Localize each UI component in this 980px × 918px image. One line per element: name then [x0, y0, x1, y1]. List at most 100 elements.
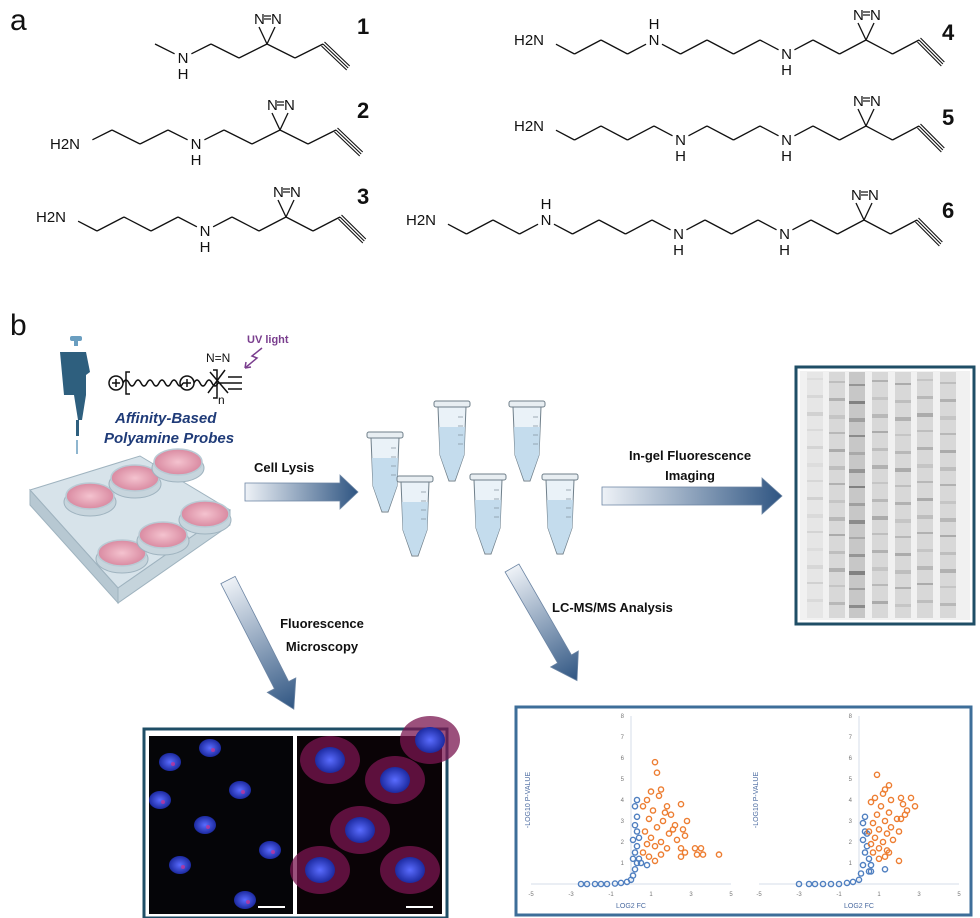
data-point-enriched	[651, 758, 659, 766]
data-point-enriched	[673, 836, 681, 844]
arrow-fluorescence-microscopy	[220, 575, 297, 710]
bond	[892, 39, 920, 55]
data-point-enriched	[895, 857, 903, 865]
gel-band	[940, 569, 956, 573]
gel-band	[829, 551, 845, 554]
molecule-number-1: 1	[357, 14, 369, 39]
x-tick-label: 3	[917, 892, 921, 898]
nucleus	[159, 753, 181, 771]
alkyne-bond	[917, 127, 942, 153]
gel-band	[829, 398, 845, 401]
data-point-enriched	[881, 817, 889, 825]
data-point-enriched	[669, 826, 677, 833]
nucleus	[380, 767, 410, 793]
data-point-enriched	[651, 857, 659, 865]
gel-band	[895, 553, 911, 556]
x-axis-label: LOG2 FC	[844, 903, 874, 910]
data-point-background	[631, 866, 639, 873]
bond	[231, 216, 260, 232]
data-point-enriched	[895, 828, 903, 835]
gel-band	[849, 537, 865, 539]
gel-band	[872, 567, 888, 571]
data-point-background	[633, 796, 641, 804]
gel-band	[829, 381, 845, 383]
bond	[177, 216, 198, 228]
gel-band	[895, 383, 911, 385]
microscopy-label-line1: Fluorescence	[280, 616, 364, 631]
bond	[792, 219, 812, 231]
bond	[865, 39, 893, 55]
amine-group: H2N	[50, 136, 80, 153]
gel-band	[849, 520, 865, 524]
tube	[469, 473, 507, 555]
bond	[154, 43, 175, 55]
gel-lane	[872, 372, 888, 618]
gel-band	[807, 565, 823, 569]
alkyne-bond	[918, 217, 943, 243]
bond	[810, 219, 838, 235]
x-tick-label: 5	[957, 892, 961, 898]
gel-band	[829, 432, 845, 434]
data-point-background	[623, 878, 631, 886]
alkyne-bond	[334, 131, 361, 157]
data-point-enriched	[677, 800, 685, 808]
data-point-enriched	[677, 853, 685, 861]
data-point-background	[855, 876, 863, 884]
gel-band	[849, 571, 865, 575]
gel-band	[807, 480, 823, 482]
gel-band	[807, 599, 823, 602]
bond	[759, 39, 779, 51]
gel-band	[849, 469, 865, 473]
gel-band	[807, 548, 823, 551]
data-point-enriched	[667, 811, 675, 819]
data-point-enriched	[663, 845, 671, 852]
data-point-background	[861, 813, 869, 821]
gel-band	[872, 499, 888, 502]
in-gel-label-line1: In-gel Fluorescence	[629, 448, 751, 463]
alkyne-bond	[338, 218, 364, 244]
bond	[167, 129, 188, 141]
gel-band	[917, 464, 933, 468]
data-point-enriched	[875, 845, 883, 852]
bond	[572, 219, 600, 235]
data-point-enriched	[899, 800, 907, 808]
data-point-enriched	[651, 842, 659, 850]
data-point-enriched	[865, 828, 873, 835]
data-point-enriched	[681, 849, 689, 856]
bond	[553, 223, 573, 235]
y-tick-label: 3	[621, 819, 625, 825]
y-tick-label: 1	[621, 861, 625, 867]
gel-lane	[917, 372, 933, 618]
bond	[266, 43, 296, 59]
bond	[680, 39, 708, 55]
data-point-background	[795, 880, 803, 888]
bond	[92, 129, 113, 141]
data-point-enriched	[873, 771, 881, 779]
gel-lane	[940, 372, 956, 618]
bond	[251, 129, 281, 145]
nitrogen-atom: N	[675, 132, 686, 149]
bond	[839, 39, 867, 55]
data-point-enriched	[653, 769, 661, 777]
diazirine-nitrogen: N	[870, 7, 881, 24]
data-point-enriched	[879, 838, 887, 846]
data-point-enriched	[887, 796, 895, 804]
x-tick-label: 5	[729, 892, 733, 898]
gel-band	[849, 503, 865, 506]
uv-light-label: UV light	[247, 334, 289, 346]
data-point-enriched	[645, 853, 653, 861]
bond	[258, 216, 287, 232]
data-point-enriched	[893, 815, 901, 823]
gel-band	[895, 587, 911, 589]
amine-group: H2N	[514, 32, 544, 49]
nitrogen-atom: N	[781, 132, 792, 149]
bond	[733, 39, 761, 55]
data-point-background	[637, 859, 645, 867]
data-point-enriched	[643, 840, 651, 848]
data-point-enriched	[653, 824, 661, 831]
data-point-enriched	[873, 811, 881, 819]
alkyne-bond	[322, 43, 349, 69]
gel-band	[807, 446, 823, 449]
